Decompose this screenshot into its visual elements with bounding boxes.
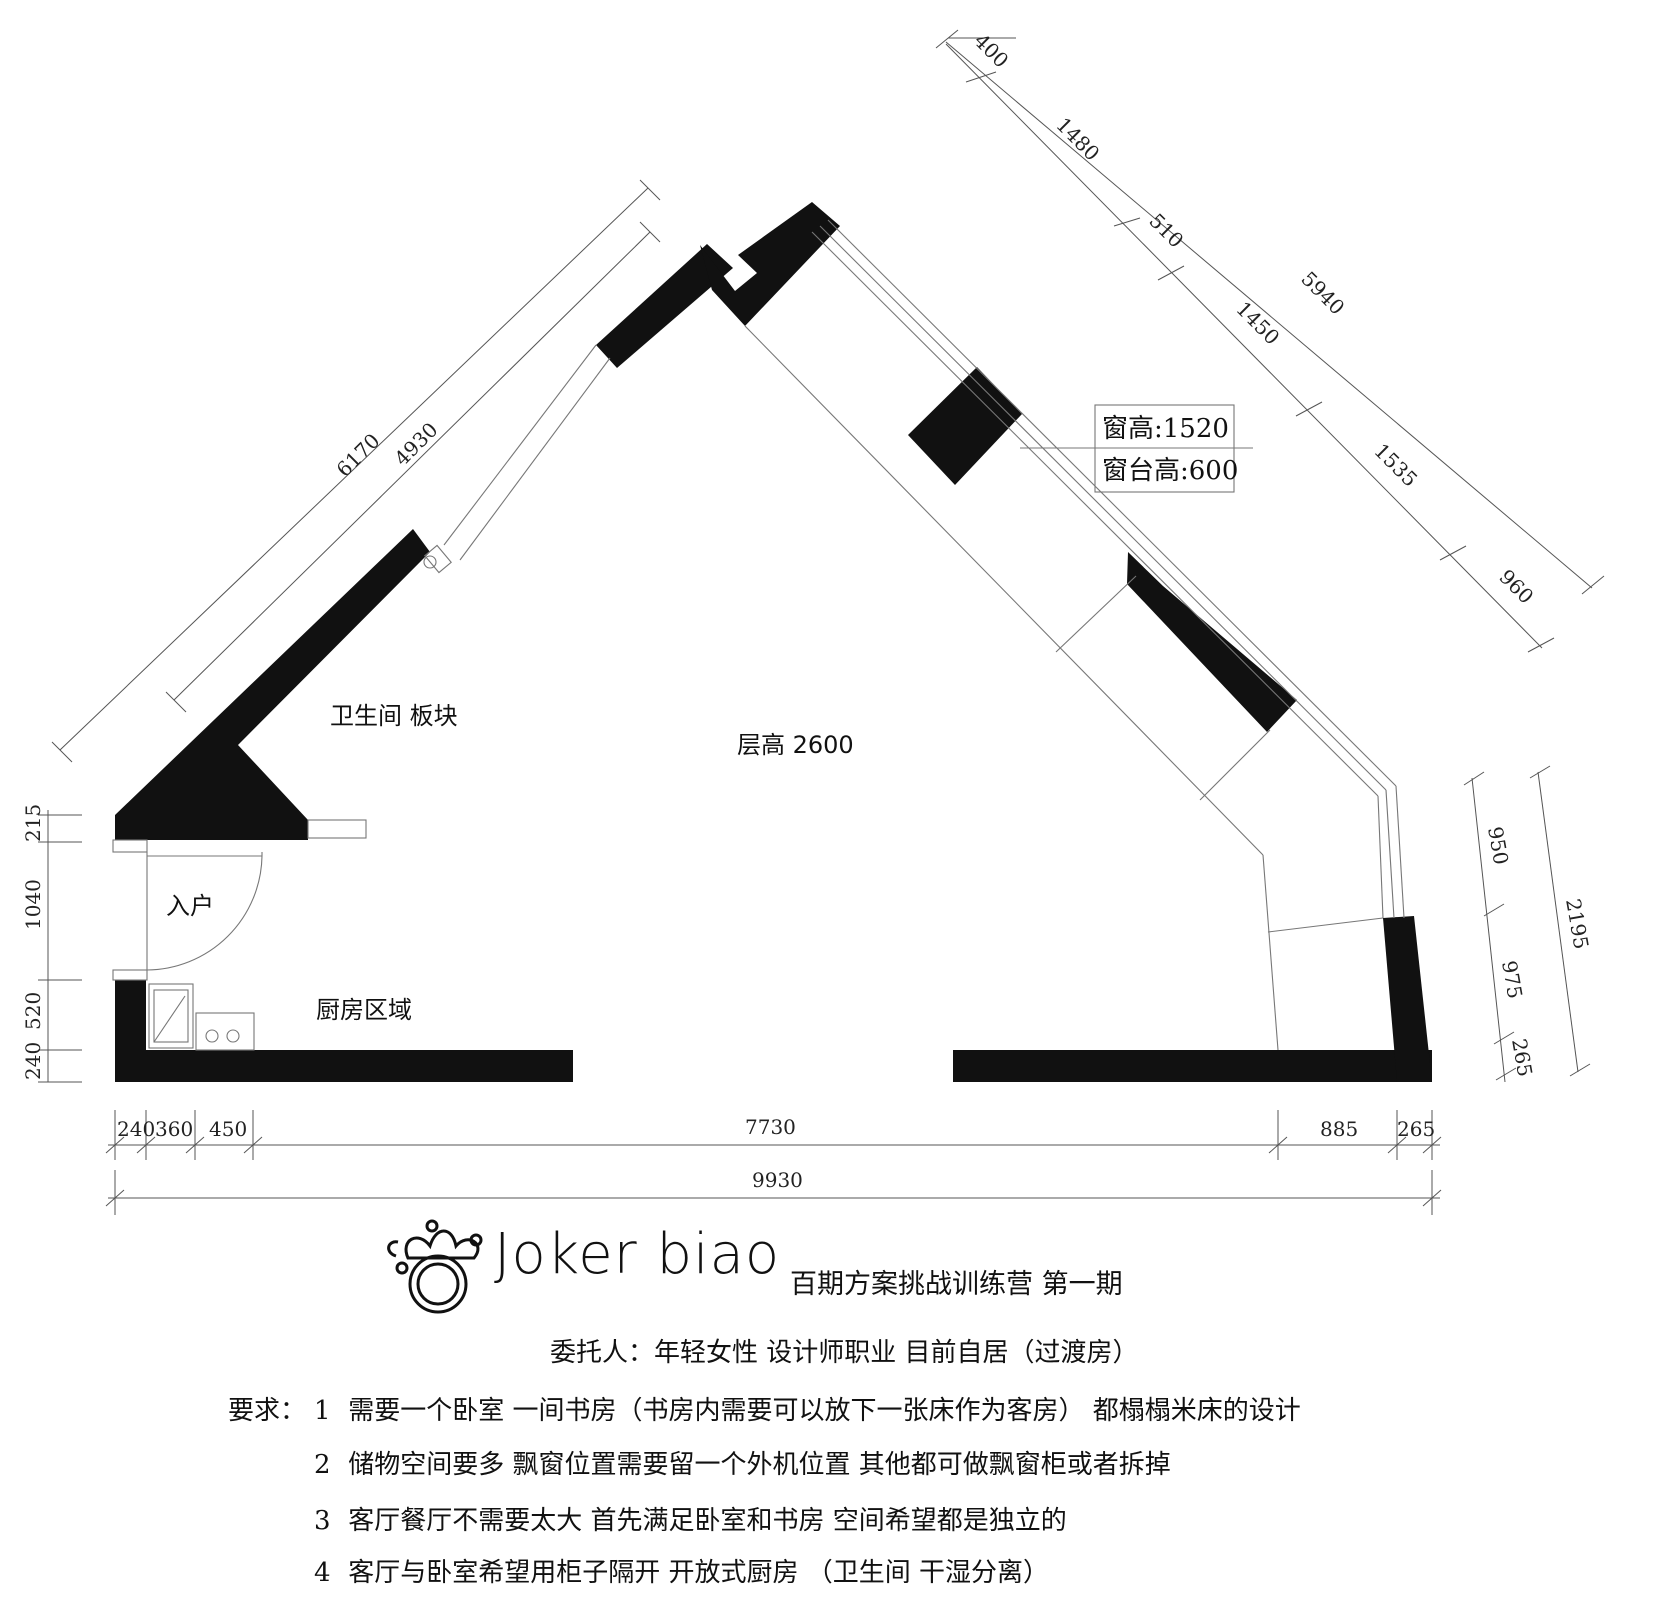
requirement-text: 客厅餐厅不需要太大 首先满足卧室和书房 空间希望都是独立的 xyxy=(348,1506,1067,1536)
requirement-item: 1 需要一个卧室 一间书房（书房内需要可以放下一张床作为客房） 都榻榻米床的设计 xyxy=(314,1390,1301,1427)
dim-right-top-5940: 5940 xyxy=(1296,267,1349,320)
dim-bottom-450: 450 xyxy=(209,1117,247,1141)
dim-left-wall-outer: 6170 xyxy=(332,429,385,482)
dim-bottom-885: 885 xyxy=(1320,1117,1358,1141)
dimensions-right-vertical: 950 975 265 2195 xyxy=(1463,765,1594,1083)
window-height-label: 窗高:1520 xyxy=(1102,414,1229,444)
dim-right-2195: 2195 xyxy=(1561,897,1593,951)
bottom-wall-left xyxy=(115,1050,573,1082)
dimensions-bottom: 240 360 450 7730 885 265 9930 xyxy=(105,1110,1442,1215)
dim-bottom-9930: 9930 xyxy=(752,1168,803,1192)
dim-left-215: 215 xyxy=(21,804,45,842)
ceiling-height-label: 层高 2600 xyxy=(737,731,854,759)
requirement-number: 2 xyxy=(314,1450,331,1480)
brand-subtitle: 百期方案挑战训练营 第一期 xyxy=(790,1269,1123,1300)
dim-bottom-360: 360 xyxy=(155,1117,193,1141)
walls xyxy=(115,202,1432,1082)
dim-right-975: 975 xyxy=(1497,959,1527,1001)
dim-left-240: 240 xyxy=(21,1042,45,1080)
requirement-item: 2 储物空间要多 飘窗位置需要留一个外机位置 其他都可做飘窗柜或者拆掉 xyxy=(314,1444,1171,1481)
requirement-item: 4 客厅与卧室希望用柜子隔开 开放式厨房 （卫生间 干湿分离） xyxy=(314,1552,1049,1589)
sill-height-label: 窗台高:600 xyxy=(1102,456,1238,486)
kitchen-label: 厨房区域 xyxy=(316,996,412,1024)
dim-bottom-7730: 7730 xyxy=(745,1115,796,1139)
left-wall-lower xyxy=(115,980,146,1050)
bathroom-threshold xyxy=(307,819,367,839)
requirement-number: 3 xyxy=(314,1506,331,1536)
dim-right-top-400: 400 xyxy=(969,29,1013,73)
requirement-number: 1 xyxy=(314,1396,331,1426)
dim-right-950: 950 xyxy=(1483,825,1513,867)
top-left-wall-segment xyxy=(596,244,733,368)
dim-bottom-240: 240 xyxy=(117,1117,155,1141)
requirement-item: 3 客厅餐厅不需要太大 首先满足卧室和书房 空间希望都是独立的 xyxy=(314,1500,1067,1537)
dim-bottom-265: 265 xyxy=(1397,1117,1435,1141)
bottom-wall-right xyxy=(953,1050,1432,1082)
jester-logo xyxy=(387,1219,483,1314)
entrance-label: 入户 xyxy=(166,892,214,920)
right-diagonal-wall xyxy=(1127,552,1297,732)
dim-right-top-1480: 1480 xyxy=(1051,113,1104,166)
requirement-text: 客厅与卧室希望用柜子隔开 开放式厨房 （卫生间 干湿分离） xyxy=(348,1558,1050,1588)
dim-right-top-960: 960 xyxy=(1494,565,1538,609)
dim-right-top-1535: 1535 xyxy=(1369,439,1422,492)
window-pillar xyxy=(908,367,1022,485)
right-wall-vertical xyxy=(1383,916,1432,1082)
dimensions-left-diagonal: 6170 4930 xyxy=(51,179,661,763)
dim-left-520: 520 xyxy=(21,992,45,1030)
dimensions-right-diagonal: 400 1480 510 1450 1535 960 5940 xyxy=(935,29,1605,653)
requirement-text: 储物空间要多 飘窗位置需要留一个外机位置 其他都可做飘窗柜或者拆掉 xyxy=(348,1450,1171,1480)
dimensions-left-vertical: 215 1040 520 240 xyxy=(21,804,82,1083)
requirement-number: 4 xyxy=(314,1558,331,1588)
brand-name: Joker biao xyxy=(494,1222,781,1287)
client-line: 委托人：年轻女性 设计师职业 目前自居（过渡房） xyxy=(550,1338,1139,1368)
dim-left-1040: 1040 xyxy=(21,879,45,930)
requirements-label: 要求： xyxy=(228,1396,307,1426)
interior-lines xyxy=(112,219,1405,1051)
window-note: 窗高:1520 窗台高:600 xyxy=(1020,404,1253,493)
left-diagonal-wall xyxy=(115,529,430,840)
requirement-text: 需要一个卧室 一间书房（书房内需要可以放下一张床作为客房） 都榻榻米床的设计 xyxy=(348,1396,1301,1426)
dim-right-265: 265 xyxy=(1507,1037,1537,1079)
bathroom-label: 卫生间 板块 xyxy=(330,702,458,730)
top-zigzag-wall xyxy=(700,202,840,326)
